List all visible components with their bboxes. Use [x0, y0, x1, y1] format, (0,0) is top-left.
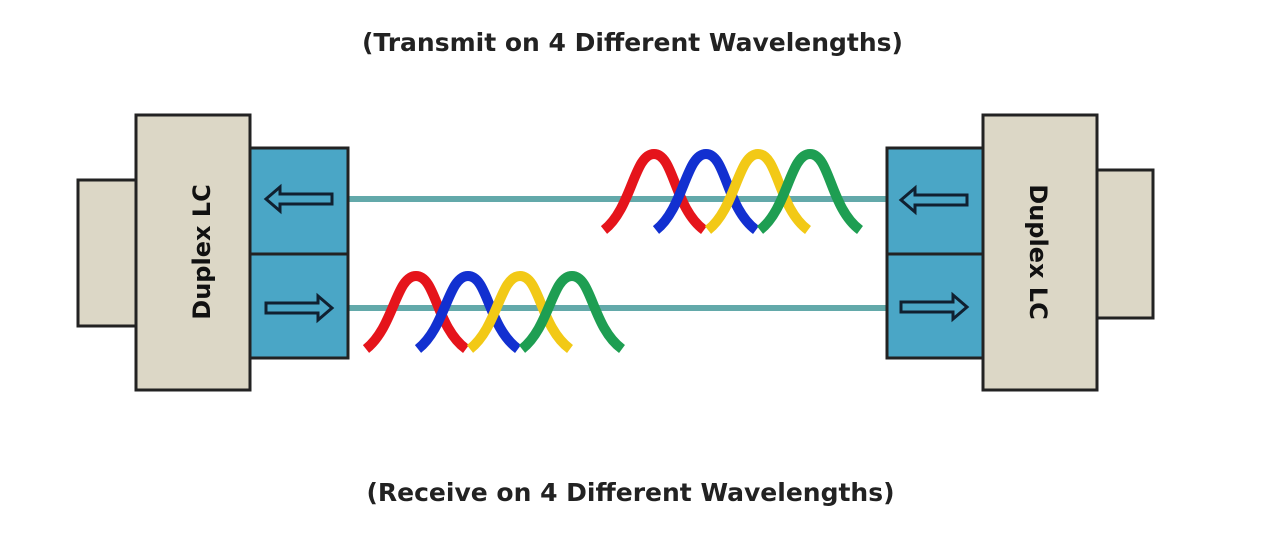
wavelength-blue	[652, 148, 760, 235]
wavelength-red	[600, 148, 708, 235]
transmit-wavelengths	[600, 148, 864, 235]
wavelength-blue	[414, 270, 522, 354]
right-connector-housing	[981, 113, 1099, 392]
wavelength-yellow	[704, 148, 812, 235]
right-connector-label: Duplex LC	[1024, 184, 1052, 319]
receive-wavelengths	[362, 270, 626, 354]
wavelength-green	[518, 270, 626, 354]
right-connector-tail	[1095, 168, 1155, 320]
wavelength-red	[362, 270, 470, 354]
right-arrow-icon	[264, 292, 335, 324]
right-connector	[885, 113, 1155, 392]
right-arrow-icon	[899, 291, 970, 323]
left-arrow-icon	[898, 184, 969, 216]
wavelength-yellow	[466, 270, 574, 354]
left-connector-label: Duplex LC	[188, 184, 216, 319]
left-connector-tail	[76, 178, 138, 328]
left-connector-housing	[134, 113, 252, 392]
left-connector	[76, 113, 350, 392]
wavelength-green	[756, 148, 864, 235]
receive-caption: (Receive on 4 Different Wavelengths)	[366, 478, 895, 507]
transmit-caption: (Transmit on 4 Different Wavelengths)	[361, 28, 903, 57]
left-arrow-icon	[263, 183, 334, 215]
